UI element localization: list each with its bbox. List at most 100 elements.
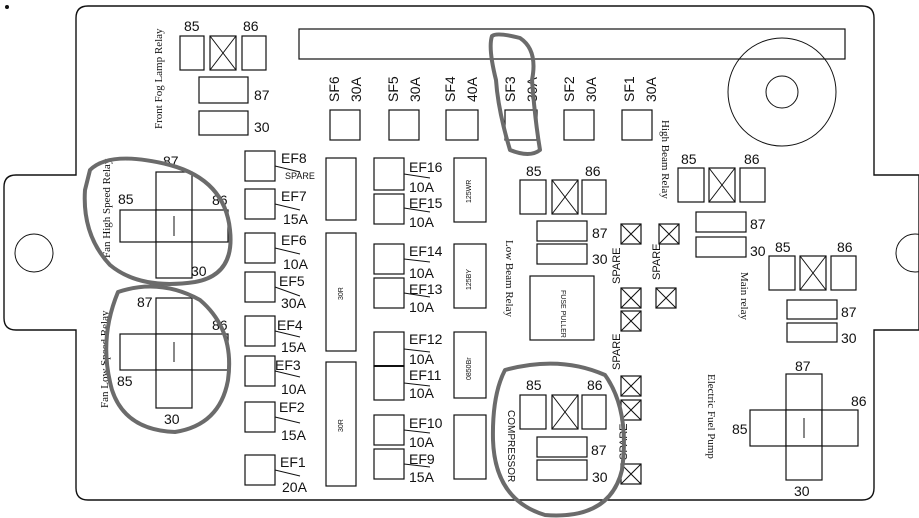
fuse-ef15[interactable]: EF15 10A: [373, 193, 443, 230]
relay-pin-label: 30: [750, 243, 766, 259]
main-fuse-sf5[interactable]: SF5 30A: [385, 76, 423, 141]
fuse-id: EF13: [409, 281, 443, 297]
main-fuse-sf3[interactable]: SF3 30A: [502, 76, 540, 141]
fuse-rating: 10A: [409, 434, 435, 450]
electric-fuel-pump-relay-label: Electric Fuel Pump: [705, 374, 717, 459]
relay-pin-label: 87: [254, 87, 270, 103]
spare-fuse-slots: SPARE SPARE SPARE SPARE: [611, 223, 680, 485]
relay-pin-label: 86: [585, 163, 601, 179]
fuse-puller[interactable]: FUSE PULLER: [529, 275, 595, 341]
highlight-circle-fan-high: [82, 156, 233, 286]
main-fuse-rating: 30A: [583, 76, 599, 102]
block-30r-upper: 30R: [325, 232, 357, 352]
compressor-relay[interactable]: COMPRESSOR 85 86 87 30: [505, 377, 608, 485]
fuse-rating: 10A: [409, 299, 435, 315]
relay-pin-label: 85: [117, 373, 133, 389]
fuse-id: EF5: [279, 273, 305, 289]
spare-fuse-slot[interactable]: [655, 287, 677, 309]
relay-pin-label: 86: [837, 239, 853, 255]
main-fuse-sf1[interactable]: SF1 30A: [621, 76, 659, 141]
fuse-ef13[interactable]: EF13 10A: [373, 277, 443, 315]
fuse-id: EF1: [280, 454, 306, 470]
relay-pin-label: 85: [775, 239, 791, 255]
block-label: 125WR: [466, 180, 473, 203]
low-beam-relay-label: Low Beam Relay: [503, 240, 515, 317]
main-fuse-id: SF3: [502, 76, 518, 102]
fuse-rating: 15A: [281, 427, 307, 443]
front-fog-lamp-relay[interactable]: Front Fog Lamp Relay 85 86 87 30: [153, 18, 270, 136]
relay-pin-label: 85: [184, 18, 200, 34]
relay-pin-label: 85: [681, 151, 697, 167]
spare-fuse-slot[interactable]: [620, 310, 642, 332]
fuse-puller-label: FUSE PULLER: [559, 290, 566, 338]
main-relay[interactable]: Main relay 85 86 87 30: [738, 239, 857, 346]
relay-pin-label: 85: [526, 377, 542, 393]
highlight-circle-fan-low: [104, 284, 232, 434]
corner-dot: [5, 5, 9, 9]
fuse-rating: 10A: [281, 381, 307, 397]
spare-fuse-slot[interactable]: [658, 223, 680, 245]
fuse-id: EF6: [281, 232, 307, 248]
low-beam-relay[interactable]: Low Beam Relay 85 86 87 30: [503, 163, 608, 317]
relay-pin-label: 85: [526, 163, 542, 179]
relay-pin-label: 85: [732, 421, 748, 437]
block-lower: [453, 414, 487, 480]
fuse-rating: 15A: [281, 339, 307, 355]
main-fuse-sf6[interactable]: SF6 30A: [326, 76, 364, 141]
highlight-circles: [82, 32, 626, 518]
block-label: 0850Br: [466, 357, 473, 380]
relay-pin-label: 86: [587, 377, 603, 393]
main-fuse-rating: 30A: [348, 76, 364, 102]
spare-fuse-slot[interactable]: [620, 399, 642, 421]
main-terminal-stud: [727, 37, 837, 147]
main-bus-bar: [298, 28, 846, 60]
fuse-rating: 10A: [409, 385, 435, 401]
fuse-ef1[interactable]: EF1 20A: [244, 454, 308, 495]
fuse-id: EF2: [279, 399, 305, 415]
fuse-ef4[interactable]: EF4 15A: [244, 315, 307, 355]
fuse-ef16[interactable]: EF16 10A: [373, 157, 443, 195]
relay-pin-label: 87: [591, 442, 607, 458]
highlight-circle-compressor: [490, 361, 626, 518]
fuse-id: EF3: [275, 357, 301, 373]
fuse-id: EF9: [409, 451, 435, 467]
fuse-ef3[interactable]: EF3 10A: [244, 355, 307, 397]
fuse-id: EF14: [409, 243, 443, 259]
block-30r-lower: 30R: [325, 361, 357, 487]
fan-high-speed-relay[interactable]: Fan High Speed Relay 87 85 86 30: [101, 153, 229, 279]
fuse-ef6[interactable]: EF6 10A: [244, 232, 309, 272]
main-fuse-id: SF4: [442, 76, 458, 102]
fuse-ef7[interactable]: EF7 15A: [244, 188, 309, 227]
relay-pin-label: 86: [243, 18, 259, 34]
main-fuse-sf4[interactable]: SF4 40A: [442, 76, 480, 141]
block-125by: 125BY: [453, 243, 487, 309]
fan-low-speed-relay[interactable]: Fan Low Speed Relay 87 86 85 30: [99, 294, 229, 427]
spare-fuse-slot[interactable]: [620, 223, 642, 245]
fuse-rating: 10A: [409, 351, 435, 367]
high-beam-relay[interactable]: High Beam Relay 85 86 87 30: [659, 120, 766, 259]
fuse-ef14[interactable]: EF14 10A: [373, 243, 443, 281]
block-125wr: 125WR: [453, 157, 487, 223]
fuse-id: EF11: [409, 367, 442, 383]
fuse-ef10[interactable]: EF10 10A: [373, 414, 443, 450]
relay-pin-label: 85: [118, 191, 134, 207]
fuse-rating: SPARE: [285, 171, 315, 181]
main-fuse-sf2[interactable]: SF2 30A: [561, 76, 599, 141]
fuse-rating: 20A: [282, 479, 308, 495]
spare-label: SPARE: [611, 248, 623, 284]
ef-fuse-column-middle: EF16 10A EF15 10A EF14 10A EF13 10A EF12…: [373, 157, 443, 485]
electric-fuel-pump-relay[interactable]: Electric Fuel Pump 87 86 85 30: [705, 358, 867, 499]
fuse-id: EF16: [409, 159, 443, 175]
fuse-rating: 15A: [409, 469, 435, 485]
spare-fuse-slot[interactable]: [620, 287, 642, 309]
fuse-rating: 30A: [281, 295, 307, 311]
block-label: 30R: [338, 287, 345, 300]
fan-high-speed-relay-label: Fan High Speed Relay: [101, 158, 113, 258]
fuse-ef8[interactable]: EF8 SPARE: [244, 150, 315, 182]
main-relay-label: Main relay: [738, 272, 750, 320]
spare-fuse-slot[interactable]: [620, 375, 642, 397]
block-label: 30R: [338, 419, 345, 432]
fuse-ef9[interactable]: EF9 15A: [373, 448, 435, 485]
fuse-ef5[interactable]: EF5 30A: [244, 271, 307, 311]
